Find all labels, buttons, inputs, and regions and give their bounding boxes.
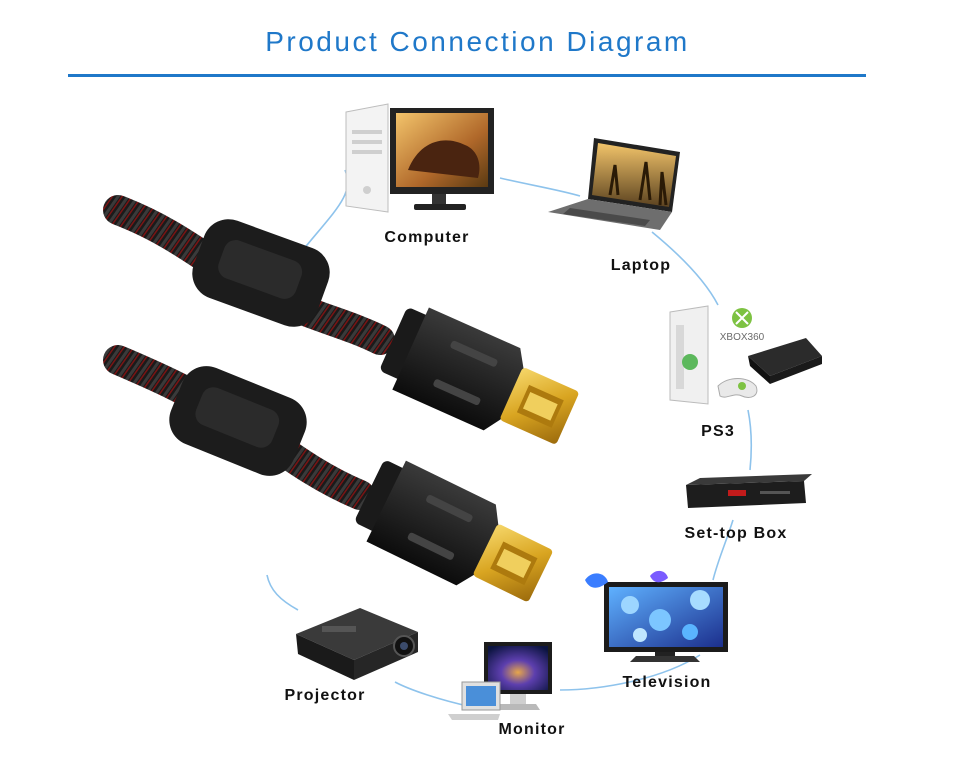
device-label-ps3: PS3 bbox=[701, 423, 735, 440]
title-underline bbox=[68, 74, 866, 77]
desktop-computer-icon bbox=[345, 103, 494, 213]
device-label-computer: Computer bbox=[384, 229, 469, 246]
hdmi-cable-icon bbox=[103, 195, 579, 602]
projector-icon bbox=[296, 608, 418, 680]
device-label-projector: Projector bbox=[284, 687, 365, 704]
monitor-icon bbox=[448, 642, 552, 720]
device-label-monitor: Monitor bbox=[498, 721, 565, 738]
laptop-icon bbox=[548, 138, 680, 230]
connection-arc bbox=[266, 169, 753, 708]
device-label-television: Television bbox=[622, 674, 711, 691]
television-icon bbox=[585, 570, 728, 662]
set-top-box-icon bbox=[686, 474, 812, 508]
diagram-title: Product Connection Diagram bbox=[265, 26, 690, 57]
device-label-laptop: Laptop bbox=[611, 257, 672, 274]
device-label-set-top-box: Set-top Box bbox=[685, 525, 788, 542]
console-brand: XBOX360 bbox=[720, 332, 765, 343]
game-console-icon: XBOX360 bbox=[669, 305, 822, 405]
